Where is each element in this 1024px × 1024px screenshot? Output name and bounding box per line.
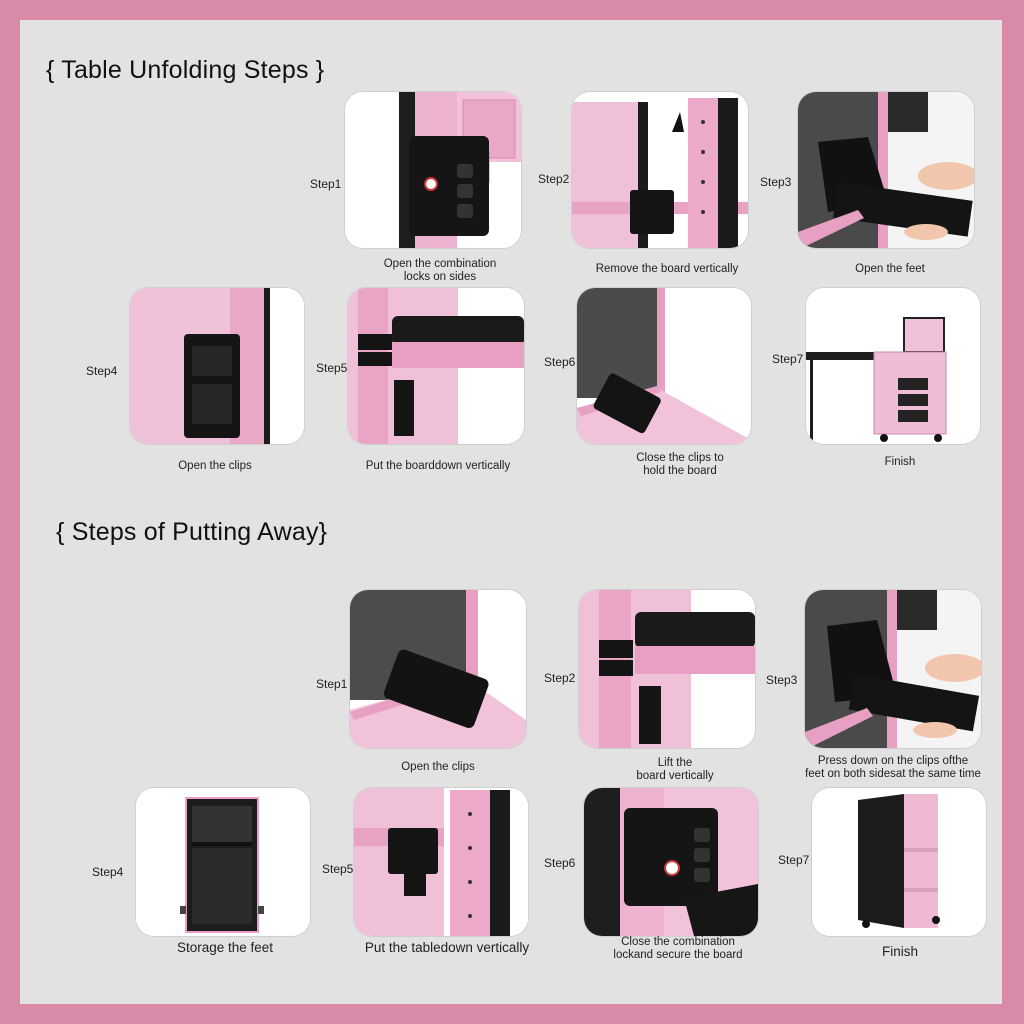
away-step3-caption: Press down on the clips ofthe feet on bo… [805, 755, 981, 780]
away-step2-image [579, 590, 755, 748]
away-step1-label: Step1 [316, 677, 348, 691]
unfold-step7-image [806, 288, 980, 444]
lift-board-icon [579, 590, 755, 748]
table-down-icon [354, 788, 528, 936]
unfold-step1-label: Step1 [310, 177, 342, 191]
unfold-step7-label: Step7 [772, 352, 804, 366]
unfold-step2-label: Step2 [538, 172, 570, 186]
unfold-step6-label: Step6 [544, 355, 576, 369]
away-step6-label: Step6 [544, 856, 576, 870]
away-step7-caption: Finish [881, 944, 918, 959]
away-step3-image [805, 590, 981, 748]
unfold-step4-caption: Open the clips [178, 460, 252, 472]
unfold-step7-caption: Finish [884, 456, 916, 468]
away-step5-caption: Put the tabledown vertically [364, 940, 530, 955]
press-feet-icon [805, 590, 981, 748]
unfold-step2-image [572, 92, 748, 248]
unfold-step5-label: Step5 [316, 361, 348, 375]
unfold-step4-image [130, 288, 304, 444]
board-remove-icon [572, 92, 748, 248]
away-step4-caption: Storage the feet [176, 940, 274, 955]
unfold-step1-image [345, 92, 521, 248]
close-clip-icon [577, 288, 751, 444]
away-step1-image [350, 590, 526, 748]
section-title-unfolding: { Table Unfolding Steps } [46, 56, 325, 84]
clip-icon [350, 590, 526, 748]
away-step4-image [136, 788, 310, 936]
away-step6-caption: Close the combination lockand secure the… [613, 936, 743, 961]
away-step3-label: Step3 [766, 673, 798, 687]
finished-table-icon [806, 288, 980, 444]
unfold-step1-caption: Open the combination locks on sides [383, 258, 497, 283]
unfold-step5-caption: Put the boarddown vertically [365, 460, 511, 472]
away-step5-image [354, 788, 528, 936]
section-title-putting-away: { Steps of Putting Away} [56, 518, 328, 546]
unfold-step3-image [798, 92, 974, 248]
away-step4-label: Step4 [92, 865, 124, 879]
away-step2-label: Step2 [544, 671, 576, 685]
unfold-step4-label: Step4 [86, 364, 118, 378]
unfold-step6-image [577, 288, 751, 444]
combination-lock-icon [584, 788, 758, 936]
board-down-icon [348, 288, 524, 444]
clip-icon [130, 288, 304, 444]
open-feet-icon [798, 92, 974, 248]
unfold-step5-image [348, 288, 524, 444]
stored-feet-icon [136, 788, 310, 936]
away-step7-image [812, 788, 986, 936]
away-step1-caption: Open the clips [401, 761, 475, 773]
away-step7-label: Step7 [778, 853, 810, 867]
combination-lock-icon [345, 92, 521, 248]
unfold-step6-caption: Close the clips to hold the board [636, 452, 724, 477]
unfold-step3-label: Step3 [760, 175, 792, 189]
away-step5-label: Step5 [322, 862, 354, 876]
unfold-step2-caption: Remove the board vertically [595, 263, 739, 275]
unfold-step3-caption: Open the feet [855, 263, 925, 275]
closed-trolley-icon [812, 788, 986, 936]
away-step6-image [584, 788, 758, 936]
away-step2-caption: Lift the board vertically [636, 757, 714, 782]
